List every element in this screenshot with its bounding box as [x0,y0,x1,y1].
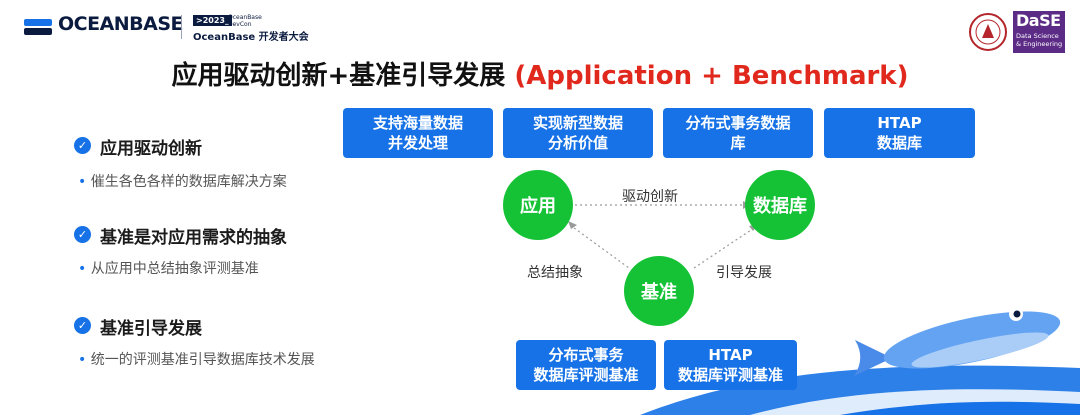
dase-logo: DaSE Data Science& Engineering [1013,11,1065,53]
devcon-name: OceanBase 开发者大会 [193,32,309,43]
list-sub-1: • 催生各色各样的数据库解决方案 [78,174,287,190]
top-box-2: 实现新型数据分析价值 [503,108,653,158]
university-seal-icon [969,13,1007,51]
fish-wave-decoration-icon [640,307,1080,415]
page-title: 应用驱动创新+基准引导发展 (Application + Benchmark) [171,61,909,91]
node-benchmark: 基准 [624,256,694,326]
list-heading-2: 基准是对应用需求的抽象 [100,228,287,248]
node-database: 数据库 [745,170,815,240]
check-icon: ✓ [74,317,91,334]
devcon-small-text: OceanBase DevCon [228,14,262,28]
edge-label-guide: 引导发展 [716,265,772,281]
list-heading-1: 应用驱动创新 [100,139,202,159]
top-box-3: 分布式事务数据库 [663,108,813,158]
top-box-1: 支持海量数据并发处理 [343,108,493,158]
bottom-box-1: 分布式事务数据库评测基准 [516,340,656,390]
list-heading-3: 基准引导发展 [100,319,202,339]
check-icon: ✓ [74,226,91,243]
edge-label-drive: 驱动创新 [622,189,678,205]
list-sub-2: • 从应用中总结抽象评测基准 [78,261,259,277]
check-icon: ✓ [74,137,91,154]
oceanbase-logo-text: OCEANBASE [58,13,184,35]
header-separator [181,15,182,39]
oceanbase-logo-icon [24,19,52,35]
list-sub-3: • 统一的评测基准引导数据库技术发展 [78,352,315,368]
node-application: 应用 [503,170,573,240]
devcon-year-badge: >2023_ [193,15,232,26]
edge-label-abstract: 总结抽象 [527,265,583,281]
